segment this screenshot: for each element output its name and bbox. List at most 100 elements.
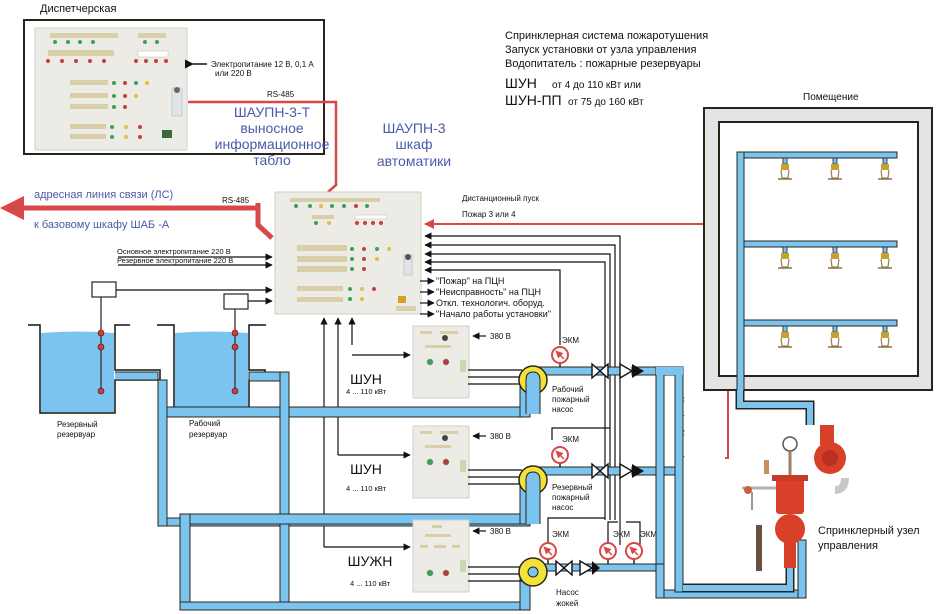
- remote-title-4: табло: [253, 152, 291, 168]
- pump-control-lines: [320, 317, 411, 551]
- reserve-tank-label-1: Резервный: [57, 420, 98, 429]
- shun-desc: от 4 до 110 кВт или: [552, 80, 641, 91]
- control-node-label-1: Спринклерный узел: [818, 525, 920, 537]
- pump-1-power: 4 ... 110 кВт: [346, 387, 387, 396]
- feedback-signal-lines: [424, 232, 621, 545]
- dispatch-title: Диспетчерская: [40, 3, 116, 15]
- rs485-link-remote: [188, 100, 338, 193]
- pump-3-cabinet-name: ШУЖН: [348, 553, 393, 569]
- shunpp-name: ШУН-ПП: [505, 92, 562, 108]
- remote-title-3: информационное: [215, 136, 330, 152]
- output-equipment-off: Откл. технологич. оборуд.: [436, 298, 545, 308]
- pump-3-inlet: [527, 566, 539, 578]
- room-title: Помещение: [803, 92, 859, 103]
- remote-info-panel: [34, 27, 188, 151]
- automation-cabinet: [274, 191, 422, 315]
- pump-cabinet-3: [412, 519, 470, 593]
- output-fire: "Пожар" на ПЦН: [436, 276, 504, 286]
- pump-2-label-1: Резервный: [552, 483, 593, 492]
- pump-1-inlet: [525, 371, 541, 414]
- shun-name: ШУН: [505, 75, 537, 91]
- pump-cabinet-2: [412, 425, 470, 499]
- extra-gauge-1-needle: [603, 546, 613, 556]
- sprinkler-head-icon: [778, 246, 792, 269]
- pump-3-label-1: Насос: [556, 588, 579, 597]
- ekm-line-3: [626, 521, 641, 545]
- base-rs485-label: RS-485: [222, 196, 250, 205]
- ekm-reserve-line: [551, 427, 610, 440]
- pump-2-cable: [468, 469, 522, 485]
- remote-power-label-1: Электропитание 12 В, 0,1 А: [211, 60, 314, 69]
- sprinkler-head-icon: [878, 325, 892, 348]
- sprinkler-head-icon: [778, 157, 792, 180]
- extra-gauge-2-needle: [629, 546, 639, 556]
- pump-2-power: 4 ... 110 кВт: [346, 484, 387, 493]
- reserve-tank: [28, 297, 161, 414]
- pump-2-supply: 380 В: [490, 432, 511, 441]
- pump-1-check-valve-icon: [619, 362, 644, 380]
- extra-ekm-label-2: ЭКМ: [640, 530, 657, 539]
- ekm-jockey-line: [547, 517, 605, 545]
- shunpp-desc: от 75 до 160 кВт: [568, 97, 644, 108]
- fire-input-label: Пожар 3 или 4: [462, 210, 516, 219]
- main-power-label: Основное электропитание 220 В: [117, 247, 231, 256]
- output-fault: "Неисправность" на ПЦН: [436, 287, 541, 297]
- pump-2-gauge-needle: [555, 450, 565, 460]
- pump-1-label-3: насос: [552, 405, 573, 414]
- remote-power-label-2: или 220 В: [215, 69, 252, 78]
- pump-2-discharge-pipe: [535, 466, 623, 476]
- remote-title-2: выносное: [240, 120, 304, 136]
- sprinkler-head-icon: [878, 157, 892, 180]
- sprinkler-network: [736, 151, 898, 348]
- sprinkler-head-icon: [828, 157, 842, 180]
- pump-1-ekm-label: ЭКМ: [562, 336, 579, 345]
- working-tank-label-2: резервуар: [189, 430, 228, 439]
- pump-2-label-2: пожарный: [552, 493, 590, 502]
- pump-1-discharge-pipe: [535, 366, 623, 376]
- pump-3-power: 4 ... 110 кВт: [350, 579, 391, 588]
- output-arrows: [420, 277, 435, 318]
- control-node-label-2: управления: [818, 540, 878, 552]
- pump-3-supply: 380 В: [490, 527, 511, 536]
- pump-1-label-1: Рабочий: [552, 385, 583, 394]
- pump-cabinet-1: [412, 325, 470, 399]
- cabinet-title-1: ШАУПН-3: [382, 120, 445, 136]
- sprinkler-head-icon: [778, 325, 792, 348]
- pump-3-gate-valve-icon: [555, 559, 573, 577]
- pump-1-cabinet-name: ШУН: [350, 371, 382, 387]
- working-tank: [157, 309, 266, 414]
- pump-3-check-valve-icon: [579, 559, 600, 577]
- address-line-arrowhead: [0, 196, 24, 220]
- sprinkler-branch-pipe: [736, 319, 898, 327]
- sprinkler-head-icon: [828, 246, 842, 269]
- level-sensor-working: [223, 293, 249, 310]
- node-feed-pipe: [683, 568, 793, 591]
- rs485-link-base: [255, 203, 274, 240]
- sprinkler-branch-pipe: [736, 240, 898, 248]
- pump-1-gate-valve-icon: [591, 362, 609, 380]
- level-sensor-reserve: [91, 281, 117, 298]
- pump-1-gauge-needle: [555, 350, 565, 360]
- info-line-3: Водопитатель : пожарные резервуары: [505, 58, 701, 70]
- pump-1-label-2: пожарный: [552, 395, 590, 404]
- sprinkler-head-icon: [828, 325, 842, 348]
- pump-1-supply: 380 В: [490, 332, 511, 341]
- reserve-power-label: Резервное электропитание 220 В: [117, 256, 233, 265]
- ekm-line-2: [607, 521, 618, 545]
- riser-to-node-pipe: [737, 390, 813, 425]
- pump-2-check-valve-icon: [619, 462, 644, 480]
- address-line-label-2: к базовому шкафу ШАБ -А: [34, 219, 170, 231]
- cabinet-title-3: автоматики: [377, 153, 451, 169]
- pump-2-ekm-label: ЭКМ: [562, 435, 579, 444]
- pump-2-cabinet-name: ШУН: [350, 461, 382, 477]
- pump-2-gate-valve-icon: [591, 462, 609, 480]
- address-line-label-1: адресная линия связи (ЛС): [34, 189, 173, 201]
- output-start: "Начало работы установки": [436, 309, 551, 319]
- reserve-tank-label-2: резервуар: [57, 430, 96, 439]
- sprinkler-control-node: [742, 425, 849, 571]
- info-line-2: Запуск установки от узла управления: [505, 44, 696, 56]
- pump-3-cable: [468, 566, 522, 582]
- remote-rs485-label: RS-485: [267, 90, 295, 99]
- remote-title-1: ШАУПН-3-Т: [234, 104, 311, 120]
- pump-1-cable: [468, 369, 522, 385]
